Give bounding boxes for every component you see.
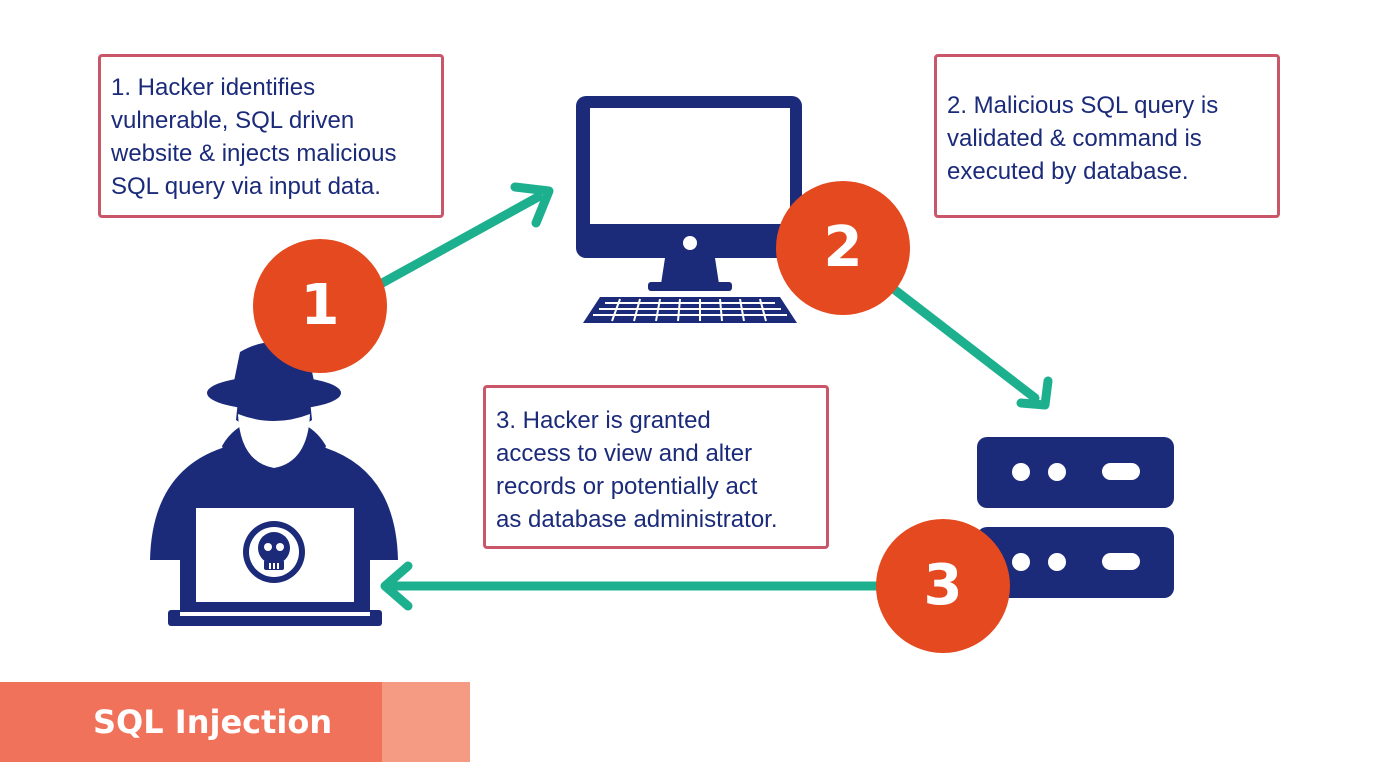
step-1-badge: 1 bbox=[253, 239, 387, 373]
step-3-line-3: records or potentially act bbox=[496, 473, 758, 500]
step-3-line-1: 3. Hacker is granted bbox=[496, 407, 711, 434]
title-bar-accent bbox=[382, 682, 470, 762]
step-1-line-3: website & injects malicious bbox=[111, 140, 397, 167]
step-1-line-2: vulnerable, SQL driven bbox=[111, 107, 355, 134]
computer-icon bbox=[576, 96, 802, 291]
step-3-description: 3. Hacker is granted access to view and … bbox=[483, 385, 829, 549]
title-bar bbox=[0, 682, 382, 762]
step-3-badge: 3 bbox=[876, 519, 1010, 653]
step-3-line-2: access to view and alter bbox=[496, 440, 753, 467]
skull-icon bbox=[243, 521, 305, 583]
keyboard-icon bbox=[583, 297, 797, 323]
step-2-line-3: executed by database. bbox=[947, 158, 1189, 185]
page-title: SQL Injection bbox=[93, 703, 333, 741]
step-1-line-1: 1. Hacker identifies bbox=[111, 74, 316, 101]
step-1-line-4: SQL query via input data. bbox=[111, 173, 381, 200]
step-1-description: 1. Hacker identifies vulnerable, SQL dri… bbox=[98, 54, 444, 218]
arrow-database-to-hacker bbox=[380, 561, 885, 611]
arrow-hacker-to-computer bbox=[370, 182, 554, 292]
arrow-computer-to-database bbox=[890, 285, 1053, 410]
step-2-badge: 2 bbox=[776, 181, 910, 315]
step-3-line-4: as database administrator. bbox=[496, 506, 778, 533]
database-server-icon bbox=[977, 437, 1174, 598]
step-2-description: 2. Malicious SQL query is validated & co… bbox=[934, 54, 1280, 218]
step-2-line-1: 2. Malicious SQL query is bbox=[947, 92, 1219, 119]
hacker-icon bbox=[150, 342, 398, 626]
step-2-line-2: validated & command is bbox=[947, 125, 1202, 152]
